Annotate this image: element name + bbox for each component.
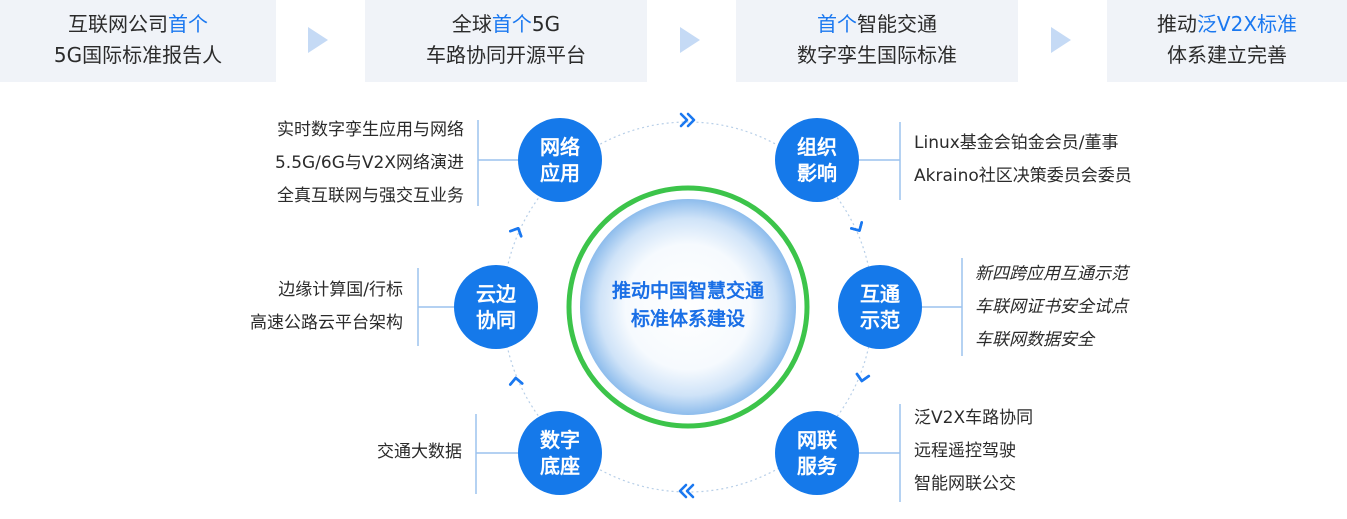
node-network-app <box>518 118 602 202</box>
flow-chevron-icon <box>508 226 523 238</box>
step-subtitle: 车路协同开源平台 <box>426 43 586 67</box>
node-label-line: 服务 <box>797 454 837 478</box>
step-subtitle: 体系建立完善 <box>1167 43 1287 67</box>
step-highlight: 首个 <box>491 12 532 36</box>
list-item: 5.5G/6G与V2X网络演进 <box>274 153 464 173</box>
list-item: 车联网证书安全试点 <box>975 297 1128 317</box>
center-title-line: 推动中国智慧交通 <box>611 280 764 302</box>
step-text: 推动 <box>1156 12 1197 36</box>
node-label-line: 网络 <box>540 135 580 159</box>
iov-service-list: 泛V2X车路协同 远程遥控驾驶 智能网联公交 <box>914 402 1033 501</box>
network-app-list: 实时数字孪生应用与网络 5.5G/6G与V2X网络演进 全真互联网与强交互业务 <box>275 114 464 213</box>
flow-chevron-icon <box>678 483 695 499</box>
flow-chevron-icon <box>679 112 696 128</box>
center-title-line: 标准体系建设 <box>630 308 745 330</box>
node-label-interop: 互通 示范 <box>840 281 920 333</box>
top-step-4: 推动泛V2X标准 体系建立完善 <box>1107 0 1347 82</box>
node-label-cloud-edge: 云边 协同 <box>456 281 536 333</box>
list-item: Linux基金会铂金会员/董事 <box>914 133 1119 153</box>
node-interop <box>838 265 922 349</box>
step-subtitle: 数字孪生国际标准 <box>797 43 957 67</box>
org-influence-list: Linux基金会铂金会员/董事 Akraino社区决策委员会委员 <box>914 127 1132 193</box>
step-arrow-icon <box>308 27 328 53</box>
top-step-3: 首个智能交通 数字孪生国际标准 <box>736 0 1018 82</box>
list-item: 交通大数据 <box>377 442 462 462</box>
step-arrow-icon <box>1051 27 1071 53</box>
node-label-line: 应用 <box>540 161 580 185</box>
node-label-line: 互通 <box>860 282 900 306</box>
node-label-line: 示范 <box>860 308 900 332</box>
list-item: 泛V2X车路协同 <box>914 408 1034 428</box>
node-label-line: 底座 <box>540 454 580 478</box>
list-item: 全真互联网与强交互业务 <box>277 186 464 206</box>
step-arrow-icon <box>680 27 700 53</box>
list-item: Akraino社区决策委员会委员 <box>914 166 1132 186</box>
node-label-digital-base: 数字 底座 <box>520 427 600 479</box>
step-text: 5G <box>531 12 561 36</box>
list-item: 远程遥控驾驶 <box>914 441 1016 461</box>
node-label-iov-service: 网联 服务 <box>777 427 857 479</box>
node-label-line: 影响 <box>797 161 837 185</box>
digital-base-list: 交通大数据 <box>377 436 462 469</box>
list-item: 边缘计算国/行标 <box>278 280 403 300</box>
list-item: 高速公路云平台架构 <box>250 313 403 333</box>
core-circle <box>580 199 796 415</box>
node-label-network-app: 网络 应用 <box>520 134 600 186</box>
flow-chevron-icon <box>508 376 524 386</box>
list-item: 车联网数据安全 <box>975 330 1094 350</box>
step-highlight: 首个 <box>168 12 208 36</box>
node-cloud-edge <box>454 265 538 349</box>
core-green-ring <box>566 185 810 429</box>
cloud-edge-list: 边缘计算国/行标 高速公路云平台架构 <box>250 274 403 340</box>
node-label-line: 组织 <box>797 135 837 159</box>
interop-list: 新四跨应用互通示范 车联网证书安全试点 车联网数据安全 <box>975 258 1128 357</box>
node-label-line: 数字 <box>540 428 580 452</box>
node-label-line: 网联 <box>797 428 837 452</box>
list-item: 智能网联公交 <box>914 474 1016 494</box>
step-highlight: 泛V2X标准 <box>1196 12 1298 36</box>
node-label-line: 协同 <box>476 308 516 332</box>
flow-chevron-icon <box>855 372 871 383</box>
node-iov-service <box>775 411 859 495</box>
step-subtitle: 5G国际标准报告人 <box>53 43 223 67</box>
step-highlight: 首个 <box>817 12 857 36</box>
step-text: 互联网公司 <box>68 12 168 36</box>
node-label-line: 云边 <box>476 282 516 306</box>
top-step-1: 互联网公司首个 5G国际标准报告人 <box>0 0 276 82</box>
step-text: 智能交通 <box>857 12 937 36</box>
center-title: 推动中国智慧交通 标准体系建设 <box>583 277 793 333</box>
node-label-org-influence: 组织 影响 <box>777 134 857 186</box>
top-step-2: 全球首个5G 车路协同开源平台 <box>365 0 647 82</box>
step-text: 全球 <box>451 12 492 36</box>
node-digital-base <box>518 411 602 495</box>
node-org-influence <box>775 118 859 202</box>
list-item: 新四跨应用互通示范 <box>975 264 1128 284</box>
list-item: 实时数字孪生应用与网络 <box>277 120 464 140</box>
flow-chevron-icon <box>850 221 863 232</box>
